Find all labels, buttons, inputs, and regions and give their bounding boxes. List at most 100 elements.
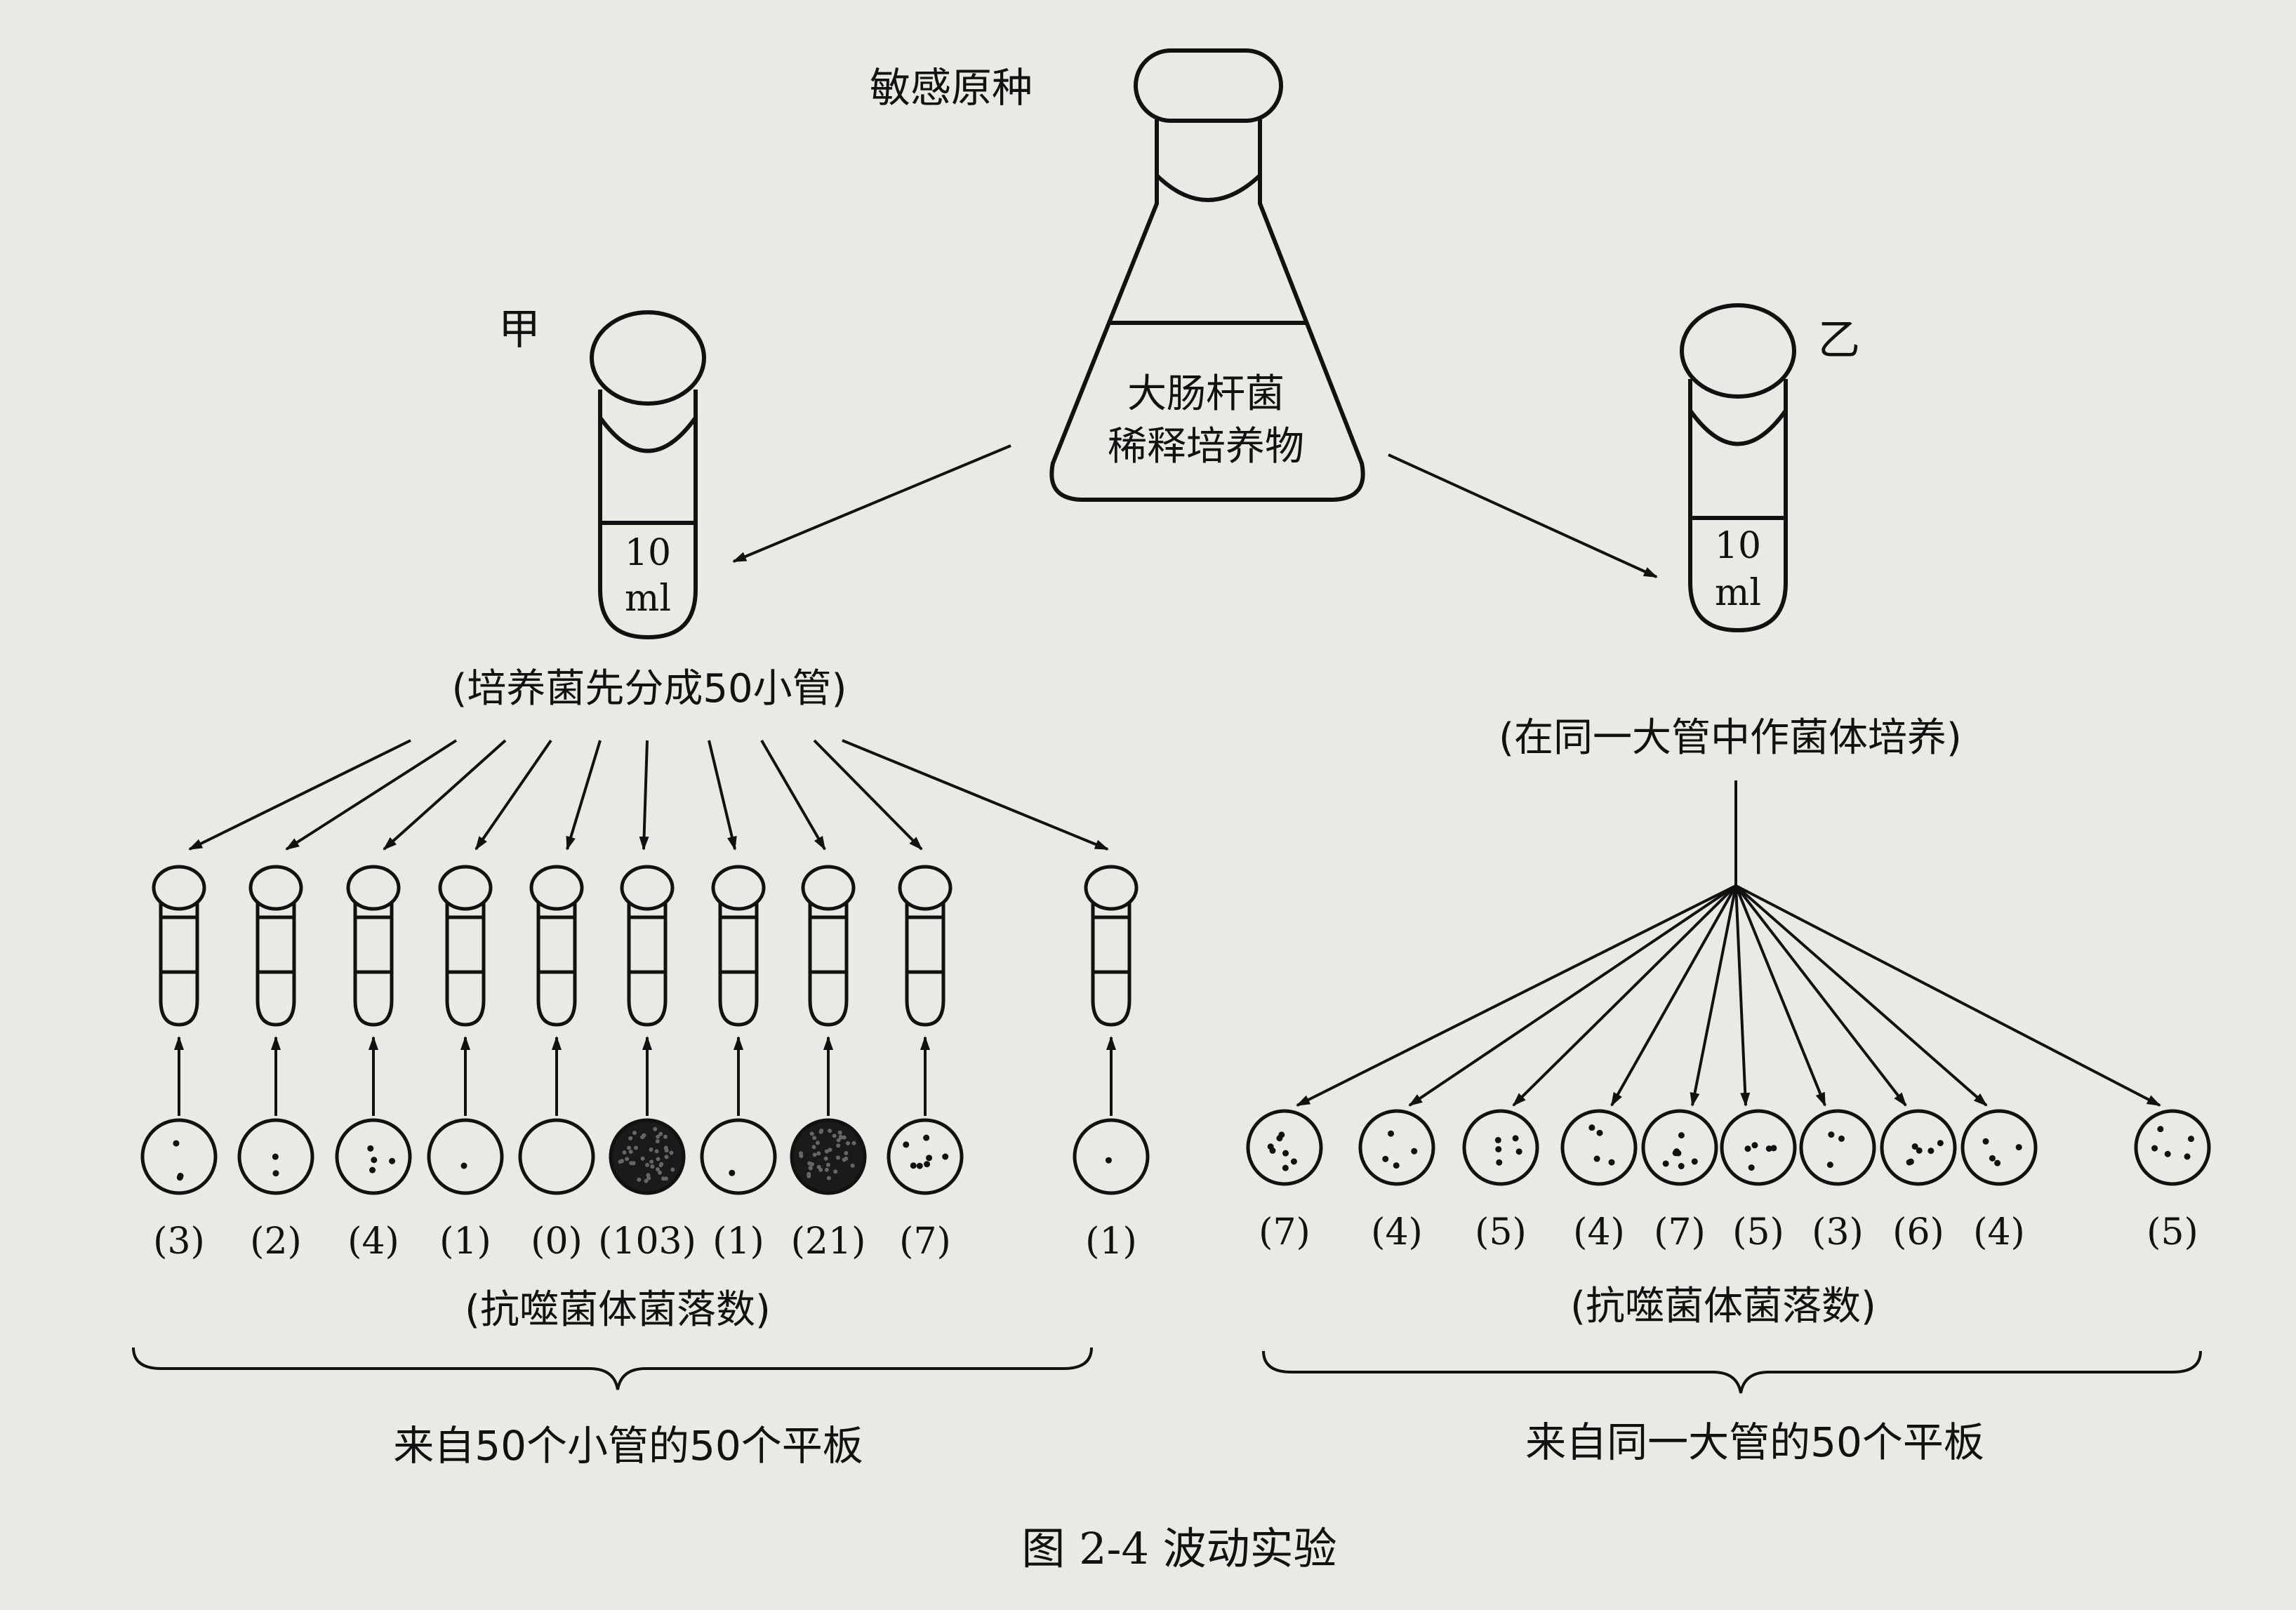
colony-texture: [807, 1173, 811, 1178]
left-plate: (4): [335, 1118, 412, 1263]
colony-dot: [460, 1162, 467, 1169]
left-plate: (1): [1073, 1118, 1150, 1263]
colony-texture: [632, 1131, 637, 1136]
colony-texture: [627, 1145, 632, 1150]
colony-texture: [669, 1150, 674, 1155]
left-plate: (0): [518, 1118, 595, 1263]
colony-dot: [924, 1161, 931, 1168]
petri-dish: [1358, 1109, 1435, 1186]
colony-dot: [1672, 1150, 1679, 1157]
colony-texture: [634, 1145, 639, 1150]
colony-texture: [628, 1150, 633, 1155]
colony-dot: [926, 1155, 933, 1162]
colony-texture: [658, 1131, 663, 1136]
colony-dot: [1593, 1155, 1600, 1162]
tube-a: [590, 310, 706, 640]
colony-texture: [823, 1156, 828, 1161]
right-plate-count: (4): [1371, 1211, 1423, 1253]
petri-dish: [518, 1118, 595, 1195]
right-plate: (7): [1641, 1109, 1718, 1253]
tube-body: [1091, 902, 1132, 1027]
colony-dot: [1994, 1159, 2001, 1166]
right-brace: [1262, 1350, 2202, 1394]
colony-texture: [824, 1167, 829, 1172]
right-plate-count: (5): [1732, 1211, 1784, 1253]
petri-dish: [1720, 1109, 1797, 1186]
colony-texture: [664, 1155, 669, 1159]
colony-dot: [1916, 1147, 1923, 1154]
tube-body: [256, 902, 296, 1027]
tube-b-volume-unit: ml: [1715, 572, 1761, 614]
colony-dot: [1678, 1132, 1685, 1139]
colony-texture: [842, 1157, 847, 1162]
colony-dot: [2184, 1153, 2191, 1160]
colony-texture: [629, 1161, 634, 1166]
colony-texture: [658, 1170, 663, 1175]
colony-texture: [644, 1178, 649, 1183]
colony-dot: [1388, 1130, 1395, 1137]
right-plate-count: (3): [1812, 1211, 1864, 1253]
colony-dot: [1411, 1147, 1418, 1155]
right-plate-count: (4): [1573, 1211, 1625, 1253]
small-tube: [438, 865, 493, 1027]
left-plate-count: (3): [153, 1220, 205, 1263]
colony-dot: [923, 1134, 930, 1141]
left-plate: (7): [887, 1118, 964, 1263]
petri-dish: [1560, 1109, 1638, 1186]
colony-dot: [1906, 1159, 1913, 1166]
tube-body: [159, 902, 199, 1027]
arrow-to-small-tube: [813, 739, 923, 851]
colony-dot: [1267, 1143, 1274, 1150]
small-tube: [620, 865, 675, 1027]
colony-dot: [1748, 1164, 1755, 1171]
colony-texture: [828, 1147, 832, 1152]
colony-texture: [646, 1176, 651, 1180]
colony-dot: [1282, 1150, 1289, 1157]
source-label: 敏感原种: [870, 64, 1033, 112]
colony-dot: [1494, 1136, 1501, 1143]
colony-dot: [1515, 1148, 1522, 1155]
left-distribution-arrows: [188, 739, 1109, 851]
small-tube: [898, 865, 953, 1027]
colony-dot: [371, 1157, 378, 1164]
small-tubes-row: [152, 865, 1139, 1027]
petri-dish: [140, 1118, 218, 1195]
petri-dish: [1462, 1109, 1539, 1186]
colony-dot: [1989, 1155, 1996, 1162]
colony-texture: [836, 1155, 841, 1160]
right-plate-count: (7): [1259, 1211, 1310, 1253]
petri-dish: [335, 1118, 412, 1195]
colony-dot: [1596, 1129, 1603, 1136]
colony-texture: [649, 1147, 653, 1152]
arrow-to-right-plate: [1734, 885, 1826, 1107]
tube-body: [905, 902, 945, 1027]
tube-cap: [1084, 865, 1139, 911]
right-plate: (5): [2134, 1109, 2211, 1253]
colony-texture: [811, 1145, 816, 1150]
colony-texture: [837, 1130, 842, 1135]
arrow-to-small-tube: [708, 740, 737, 851]
right-plate: (5): [1720, 1109, 1797, 1253]
colony-dot: [1282, 1164, 1289, 1171]
colony-texture: [810, 1162, 815, 1166]
small-tube: [529, 865, 584, 1027]
colony-texture: [824, 1149, 829, 1154]
left-brace: [132, 1347, 1093, 1390]
arrow-to-small-tube: [475, 739, 552, 851]
tube-b-volume-number: 10: [1715, 525, 1761, 567]
tube-body: [627, 902, 668, 1027]
colony-texture: [826, 1176, 831, 1180]
colony-dot: [903, 1141, 910, 1148]
left-plate: (1): [700, 1118, 777, 1263]
colony-dot: [173, 1140, 180, 1147]
colony-texture: [815, 1140, 820, 1145]
right-plate-count: (6): [1892, 1211, 1944, 1253]
tube-cap: [152, 865, 206, 911]
colony-texture: [670, 1167, 675, 1172]
tube-cap: [711, 865, 766, 911]
colony-dot: [1838, 1135, 1845, 1142]
bracket-label-left: 来自50个小管的50个平板: [393, 1422, 863, 1470]
colony-dot: [369, 1166, 376, 1173]
right-plate: (3): [1799, 1109, 1876, 1253]
